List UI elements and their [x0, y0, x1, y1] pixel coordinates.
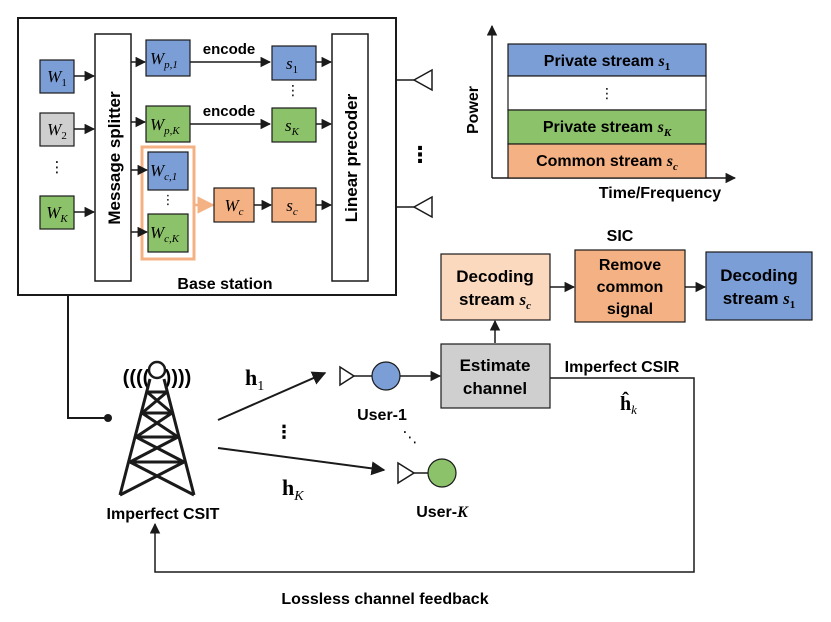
power-layer-private-k-label: Private stream sK: [543, 119, 672, 139]
link-h1: [217, 371, 327, 421]
estimate-channel-line2: channel: [463, 379, 527, 398]
linear-precoder: [331, 33, 369, 282]
link-h1-label: h1: [245, 365, 264, 394]
private-stream-1-box: [271, 45, 317, 81]
antenna-k-icon: [412, 195, 433, 219]
receiver: Estimate channel Imperfect CSIR ĥk Lossl…: [149, 343, 695, 608]
imperfect-csit-label: Imperfect CSIT: [107, 506, 220, 523]
power-axis-ylabel: Power: [465, 86, 482, 134]
common-part-k: Wc,K: [150, 223, 180, 245]
decode-private-line2: stream s1: [723, 289, 796, 311]
link-hk-label: hK: [282, 475, 304, 504]
message-splitter: [94, 33, 132, 282]
bs-to-tower-line: [67, 295, 108, 419]
feedback-label: Lossless channel feedback: [281, 591, 488, 608]
power-axis-xlabel: Time/Frequency: [599, 185, 722, 202]
remove-common-line3: signal: [607, 301, 653, 318]
remove-common-line2: common: [597, 279, 664, 296]
private-part-1: Wp,1: [150, 49, 178, 71]
tower-waves-left: ((((: [123, 367, 150, 389]
user-k-node: [427, 458, 457, 488]
remove-common-line1: Remove: [599, 257, 661, 274]
private-stream-k-box: [271, 107, 317, 143]
link-hk: [217, 447, 386, 476]
common-part-1: Wc,1: [150, 161, 177, 183]
users-ellipsis: ⋱: [403, 429, 418, 446]
tower-icon: [118, 378, 196, 497]
transmit-antennas: ⋮: [396, 68, 433, 219]
common-part-k-box: [147, 213, 189, 253]
base-station: Base station Message splitter Linear pre…: [17, 17, 397, 296]
power-layer-gap: [507, 75, 707, 111]
private-streams-ellipsis: ⋮: [286, 82, 300, 98]
links-ellipsis: ⋮: [275, 422, 293, 442]
tower: (((( )))) Imperfect CSIT: [67, 295, 220, 523]
private-part-1-box: [145, 39, 191, 77]
encode-label-1: encode: [203, 41, 256, 58]
common-stream-box: [271, 187, 317, 223]
channel-links: h1 ⋮ hK: [217, 365, 386, 504]
private-part-k-box: [145, 105, 191, 143]
linear-precoder-label: Linear precoder: [342, 93, 361, 222]
power-layer-gap-ellipsis: ⋮: [600, 85, 614, 101]
decode-private-line1: Decoding: [720, 266, 797, 285]
power-layer-private-1-label: Private stream s1: [544, 53, 670, 73]
csir-symbol: ĥk: [620, 390, 637, 417]
tower-top-node: [147, 360, 167, 380]
sic-chain: SIC Decoding stream sc Remove common sig…: [440, 228, 813, 343]
user-1-node: [371, 361, 401, 391]
message-w2: W2: [47, 120, 67, 142]
message-splitter-label: Message splitter: [105, 91, 124, 225]
common-parts-ellipsis: ⋮: [162, 192, 175, 207]
common-message-box: [213, 187, 255, 223]
power-layer-common-label: Common stream sc: [536, 153, 678, 173]
bs-line-end-dot: [104, 414, 112, 422]
private-stream-k: sK: [285, 116, 300, 138]
power-layer-private-k: [507, 109, 707, 145]
power-layer-common: [507, 143, 707, 179]
sic-label: SIC: [607, 228, 634, 245]
decode-private-box: [705, 251, 813, 321]
remove-common-box: [574, 249, 686, 323]
private-stream-1: s1: [286, 54, 298, 76]
user-k-label: User-K: [416, 504, 469, 521]
feedback-line: [149, 377, 695, 573]
estimate-channel-line1: Estimate: [460, 356, 531, 375]
power-layer-chart: Power Time/Frequency Private stream s1 ⋮…: [465, 24, 737, 202]
message-wk-box: [39, 195, 75, 230]
messages-ellipsis: ⋮: [50, 159, 65, 176]
common-part-1-box: [147, 151, 189, 191]
user-k-antenna-icon: [397, 461, 416, 485]
estimate-channel-box: [440, 343, 551, 409]
common-parts-group: [140, 145, 196, 261]
decode-common-box: [440, 253, 551, 321]
private-part-k: Wp,K: [150, 115, 180, 137]
message-wk: WK: [46, 203, 68, 225]
imperfect-csir-label: Imperfect CSIR: [565, 359, 680, 376]
antenna-dots: ⋮: [409, 142, 431, 167]
decode-common-line1: Decoding: [456, 267, 533, 286]
user-1-antenna-icon: [339, 365, 356, 387]
user-1-label: User-1: [357, 407, 407, 424]
encode-label-k: encode: [203, 103, 256, 120]
message-w1: W1: [47, 67, 67, 89]
antenna-1-icon: [412, 68, 433, 92]
base-station-label: Base station: [177, 276, 272, 293]
power-layer-private-1: [507, 43, 707, 77]
common-stream: sc: [286, 196, 298, 218]
common-message: Wc: [224, 196, 243, 218]
tower-waves-right: )))): [165, 367, 192, 389]
decode-common-line2: stream sc: [459, 290, 531, 312]
